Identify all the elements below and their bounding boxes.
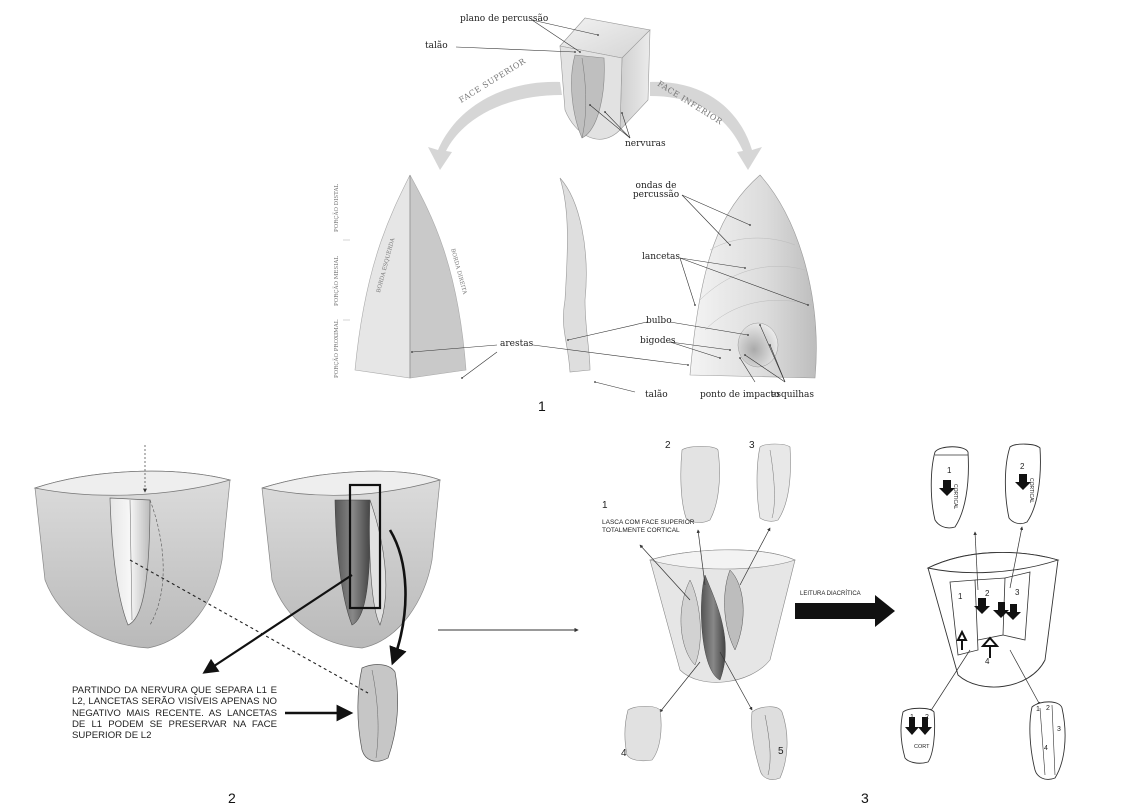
- label-porcao-distal: PORÇÃO DISTAL: [334, 184, 340, 232]
- label-cortical-1: CORTICAL: [952, 484, 958, 509]
- label-cort: CORT: [914, 744, 929, 750]
- arrow-face-inferior: [650, 82, 762, 170]
- flake-dorsal-view: [355, 175, 466, 378]
- label-cortical-2: CORTICAL: [1028, 478, 1034, 503]
- label-talao-top: talão: [425, 42, 448, 51]
- label-esquilhas: esquilhas: [771, 391, 814, 400]
- panel-number-3: 3: [861, 790, 869, 806]
- label-arestas: arestas: [500, 340, 533, 349]
- core-panel-3: [650, 550, 795, 682]
- flake-number-3: 3: [749, 440, 755, 451]
- flake-profile-view: [560, 178, 590, 372]
- flake-number-4: 4: [621, 748, 627, 759]
- panel-number-1: 1: [538, 398, 546, 414]
- scar-number-1: 1: [958, 592, 962, 601]
- label-talao-bottom: talão: [645, 391, 668, 400]
- scar-number-3: 3: [1015, 588, 1019, 597]
- flake-number-1: 1: [602, 500, 608, 511]
- label-leitura-diacritica: LEITURA DIACRÍTICA: [800, 591, 861, 597]
- panel-2-note: PARTINDO DA NERVURA QUE SEPARA L1 E L2, …: [72, 685, 277, 741]
- label-porcao-mesial: PORÇÃO MESIAL: [334, 256, 340, 306]
- scar-number-4: 4: [985, 657, 989, 666]
- bottom-flake-number-2: 2: [925, 714, 929, 721]
- label-bigodes: bigodes: [640, 337, 676, 346]
- label-ondas-de-percussao: ondas de percussão: [630, 182, 682, 201]
- schematic-flake-number-1: 1: [947, 466, 951, 475]
- flake-ventral-view: [690, 175, 816, 378]
- core-cube: [560, 18, 650, 139]
- panel-3: [625, 444, 1065, 780]
- removed-flake: [358, 665, 398, 762]
- label-bulbo: bulbo: [646, 317, 672, 326]
- side-flake-number-3: 3: [1057, 726, 1061, 733]
- panel-number-2: 2: [228, 790, 236, 806]
- core-schematic: [928, 552, 1058, 687]
- flake-number-2: 2: [665, 440, 671, 451]
- panel-1: [343, 18, 816, 392]
- bottom-flake-number-1: 1: [910, 714, 914, 721]
- label-lancetas: lancetas: [642, 253, 680, 262]
- label-nervuras: nervuras: [625, 140, 666, 149]
- flake-number-5: 5: [778, 746, 784, 757]
- core-left: [35, 445, 230, 648]
- side-flake-number-1: 1: [1036, 706, 1040, 713]
- label-plano-de-percussao: plano de percussão: [460, 15, 548, 24]
- label-cortical-flake: LASCA COM FACE SUPERIOR TOTALMENTE CORTI…: [602, 519, 717, 535]
- schematic-flake-number-2: 2: [1020, 462, 1024, 471]
- label-porcao-proximal: PORÇÃO PROXIMAL: [334, 320, 340, 378]
- core-right: [262, 471, 440, 662]
- arrow-leitura-diacritica: [795, 595, 895, 627]
- side-flake-number-2: 2: [1046, 705, 1050, 712]
- arrow-face-superior: [428, 82, 562, 170]
- side-flake-number-4: 4: [1044, 745, 1048, 752]
- label-ponto-de-impacto: ponto de impacto: [700, 391, 779, 400]
- scar-number-2: 2: [985, 589, 989, 598]
